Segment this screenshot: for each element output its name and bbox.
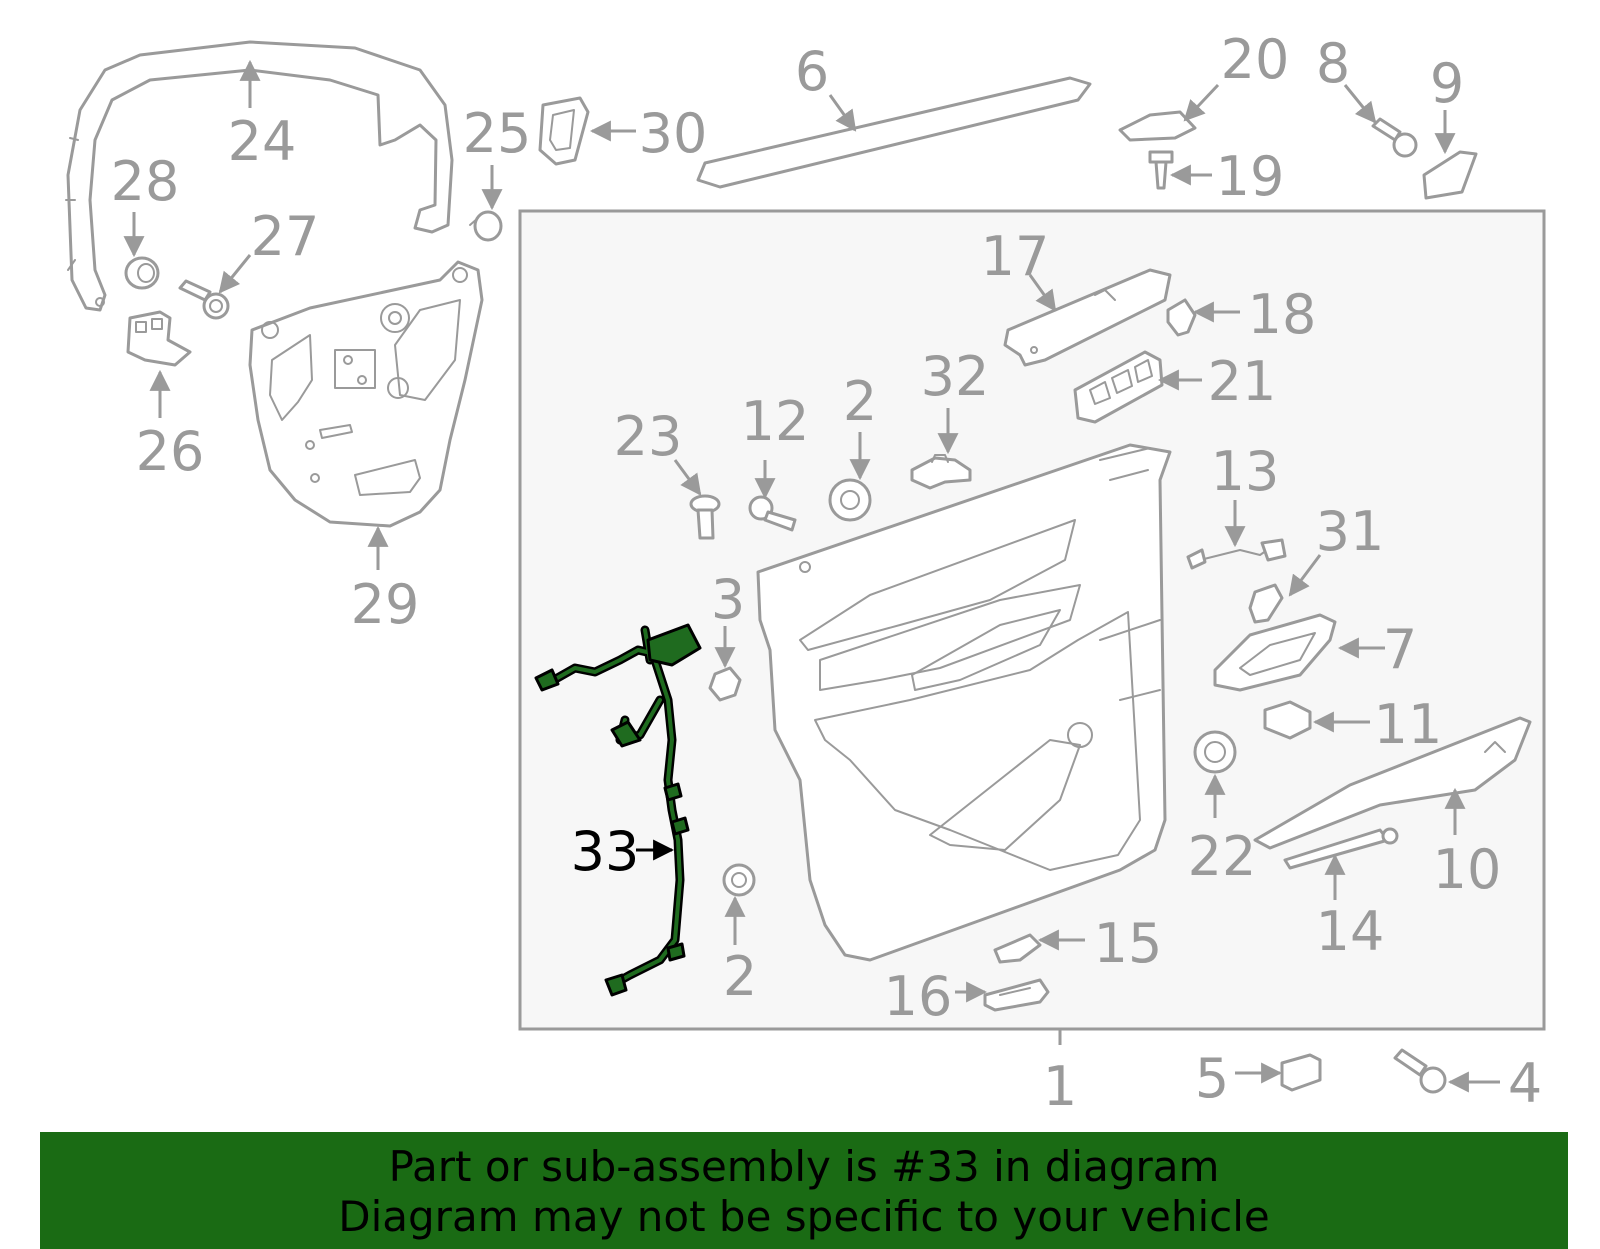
part-20-bezel — [1118, 110, 1197, 142]
callout-12: 12 — [741, 390, 810, 453]
callout-17: 17 — [981, 225, 1050, 288]
callout-25: 25 — [463, 102, 532, 165]
callout-21: 21 — [1208, 350, 1277, 413]
callout-10: 10 — [1433, 838, 1502, 901]
part-26-bracket — [126, 310, 192, 367]
part-2-fastener-bottom — [722, 863, 756, 897]
part-7-handle — [1213, 613, 1337, 692]
part-5-clip — [1280, 1053, 1322, 1092]
part-3-nut — [708, 666, 742, 702]
callout-26: 26 — [136, 420, 205, 483]
part-8-bolt — [1371, 117, 1418, 158]
banner-line-disclaimer: Diagram may not be specific to your vehi… — [338, 1192, 1270, 1241]
callout-4: 4 — [1508, 1052, 1542, 1115]
part-25-clip — [469, 210, 503, 242]
part-17-bracket — [1003, 268, 1172, 367]
part-13-wire-lead — [1186, 538, 1287, 570]
callout-18: 18 — [1248, 283, 1317, 346]
callout-8: 8 — [1316, 32, 1350, 95]
part-22-grommet — [1193, 730, 1237, 774]
part-11-clip — [1263, 700, 1312, 740]
part-19-screw — [1148, 150, 1174, 190]
callout-19: 19 — [1216, 145, 1285, 208]
callout-29: 29 — [351, 573, 420, 636]
part-28-grommet — [124, 256, 160, 290]
callout-20: 20 — [1221, 28, 1290, 91]
callout-28: 28 — [111, 150, 180, 213]
callout-14: 14 — [1316, 900, 1385, 963]
callout-1: 1 — [1043, 1055, 1077, 1118]
part-4-bolt — [1393, 1048, 1447, 1094]
part-23-pushpin — [689, 494, 721, 540]
callout-7: 7 — [1383, 618, 1417, 681]
callout-16: 16 — [884, 965, 953, 1028]
callout-31: 31 — [1316, 500, 1385, 563]
info-banner: Part or sub-assembly is #33 in diagram D… — [40, 1132, 1568, 1249]
callout-9: 9 — [1430, 52, 1464, 115]
part-6-belt-molding — [696, 76, 1092, 189]
part-15-clip — [993, 933, 1042, 964]
part-14-strip — [1283, 827, 1399, 870]
leader-lines — [123, 59, 1500, 1093]
part-16-bezel — [983, 978, 1050, 1012]
part-9-cap — [1422, 150, 1478, 200]
callout-27: 27 — [251, 205, 320, 268]
part-31-cover — [1248, 583, 1284, 624]
part-32-bracket — [910, 454, 972, 490]
callout-3: 3 — [711, 568, 745, 631]
part-29-deflector-panel — [248, 260, 484, 528]
callout-15: 15 — [1094, 912, 1163, 975]
callout-30: 30 — [639, 102, 708, 165]
callout-6: 6 — [795, 40, 829, 103]
part-33-wiring-harness — [534, 623, 702, 997]
callout-13: 13 — [1211, 440, 1280, 503]
callout-33: 33 — [571, 820, 640, 883]
part-30-seal — [538, 96, 590, 166]
part-18-clip — [1166, 298, 1197, 337]
part-24-frame-molding — [65, 40, 454, 312]
callout-11: 11 — [1374, 693, 1443, 756]
part-1-door-trim-panel — [756, 443, 1172, 962]
callout-5: 5 — [1195, 1047, 1229, 1110]
callout-24: 24 — [228, 110, 297, 173]
callout-2-top: 2 — [843, 370, 877, 433]
callout-22: 22 — [1188, 825, 1257, 888]
part-10-armrest-trim — [1253, 716, 1532, 850]
banner-line-part-number: Part or sub-assembly is #33 in diagram — [388, 1142, 1220, 1191]
callout-23: 23 — [614, 405, 683, 468]
part-2-fastener-top — [828, 478, 872, 522]
callout-32: 32 — [921, 345, 990, 408]
part-27-bolt — [178, 279, 230, 320]
callout-2-bottom: 2 — [723, 945, 757, 1008]
callout-labels: 1 2 2 3 4 5 6 7 8 9 10 11 12 13 14 15 16… — [111, 28, 1543, 1118]
